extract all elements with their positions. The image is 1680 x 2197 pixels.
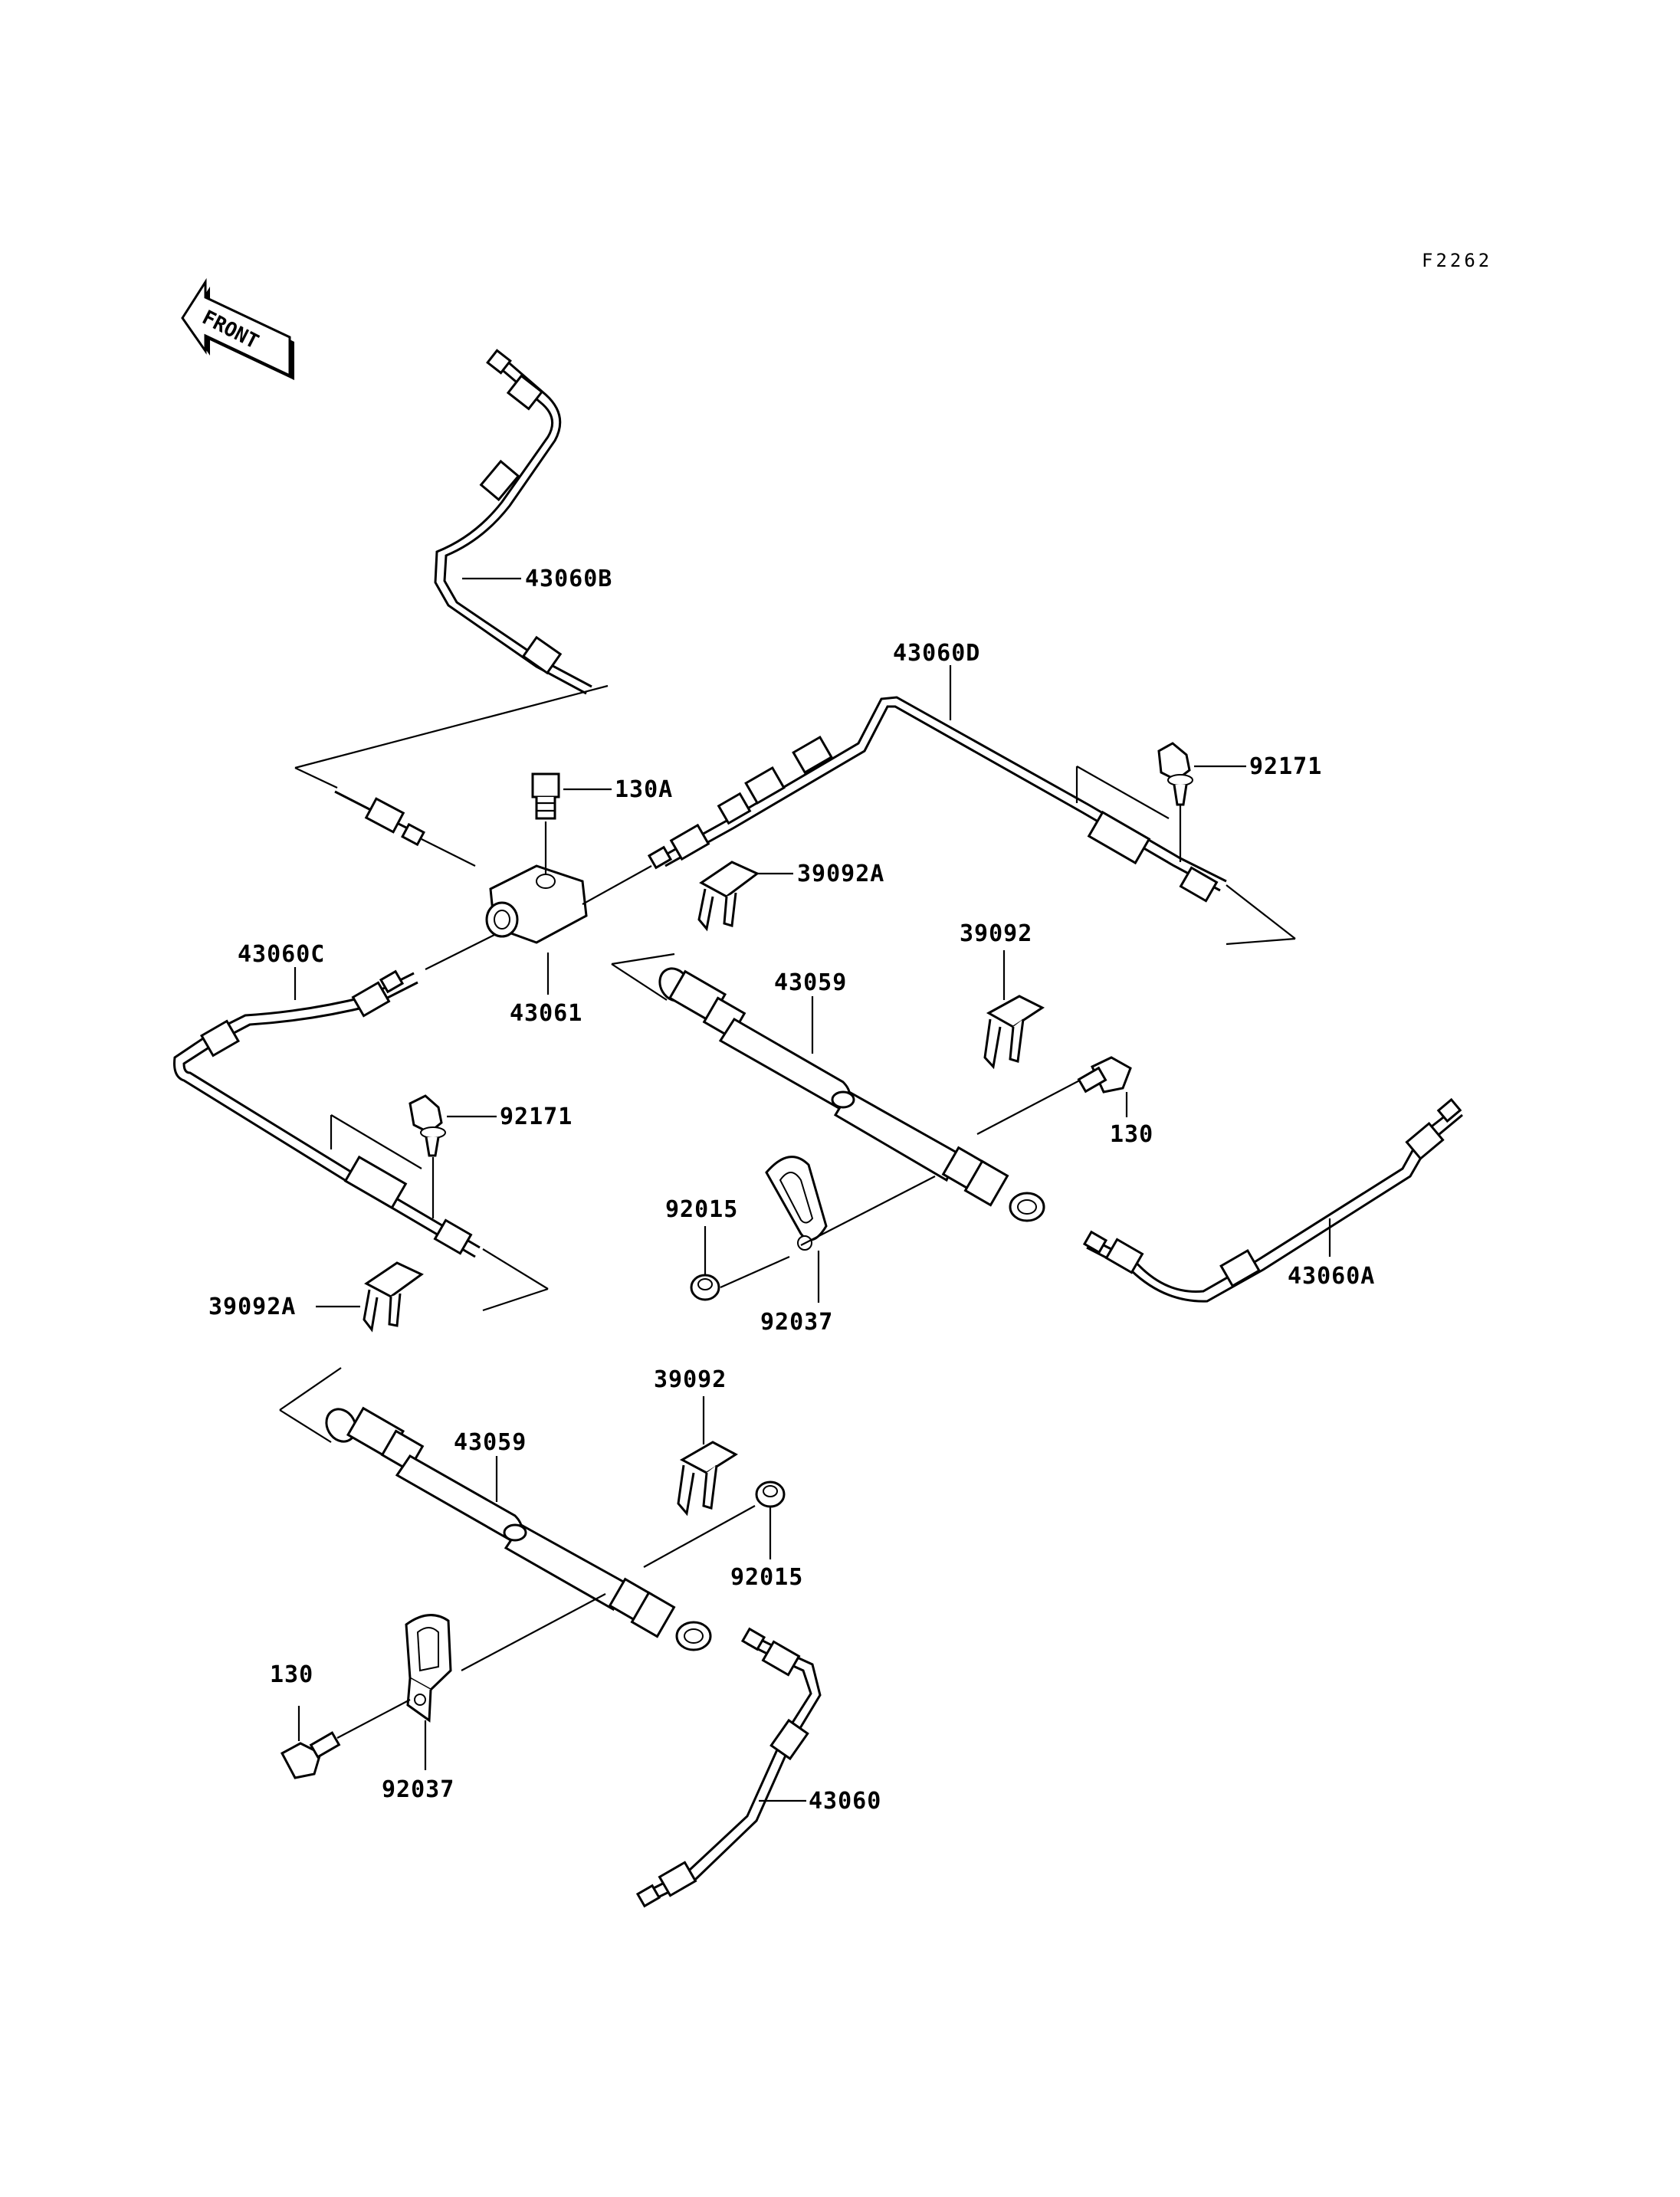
label-43059-top: 43059: [774, 969, 847, 996]
bolt-130-right[interactable]: [1077, 1056, 1132, 1094]
clip-39092-top[interactable]: [983, 995, 1045, 1070]
pipe-end-upper-left: [334, 790, 425, 847]
bolt-130A[interactable]: [531, 772, 560, 820]
label-39092-top: 39092: [960, 920, 1032, 947]
clip-92171-left[interactable]: [409, 1094, 446, 1157]
label-92015-bottom: 92015: [730, 1564, 803, 1591]
clamp-92037-bottom[interactable]: [405, 1614, 452, 1723]
brake-pipe-43060[interactable]: [635, 1627, 822, 1908]
brake-hose-43059-bottom[interactable]: [320, 1404, 712, 1651]
label-92171-top: 92171: [1249, 753, 1322, 780]
label-92037-top: 92037: [760, 1309, 833, 1336]
front-arrow-icon: FRONT: [181, 277, 294, 380]
clip-39092A-top[interactable]: [697, 861, 760, 932]
brake-hose-43059-top[interactable]: [654, 963, 1045, 1222]
brake-pipe-43060A[interactable]: [1082, 1097, 1463, 1303]
figure-id: F2262: [1422, 250, 1492, 271]
label-92015-top: 92015: [665, 1196, 738, 1223]
label-43059-bottom: 43059: [454, 1429, 527, 1456]
clip-39092A-left[interactable]: [363, 1261, 424, 1333]
label-130-left: 130: [270, 1661, 313, 1688]
label-130A: 130A: [615, 776, 673, 803]
label-39092A-top: 39092A: [797, 861, 884, 887]
label-39092A-left: 39092A: [208, 1294, 296, 1320]
nut-92015-bottom[interactable]: [755, 1481, 786, 1508]
label-43060A: 43060A: [1288, 1263, 1375, 1290]
clip-39092-bottom[interactable]: [677, 1441, 738, 1517]
label-43060B: 43060B: [525, 566, 612, 592]
label-43060C: 43060C: [238, 941, 325, 968]
clamp-92037-top[interactable]: [765, 1156, 828, 1251]
label-43060: 43060: [809, 1788, 881, 1815]
label-92171-left: 92171: [500, 1103, 573, 1130]
label-43060D: 43060D: [893, 640, 980, 667]
brake-joint-43061[interactable]: [485, 864, 588, 944]
brake-pipe-43060B[interactable]: [434, 349, 592, 695]
clip-92171-top[interactable]: [1157, 742, 1193, 806]
bolt-130-left[interactable]: [280, 1731, 341, 1779]
label-43061: 43061: [510, 1000, 582, 1027]
nut-92015-top[interactable]: [690, 1274, 720, 1301]
brake-pipe-43060D[interactable]: [647, 696, 1227, 903]
label-92037-bottom: 92037: [382, 1776, 454, 1803]
label-39092-bottom: 39092: [654, 1366, 727, 1393]
brake-pipe-43060C[interactable]: [173, 969, 481, 1258]
label-130-right: 130: [1110, 1121, 1153, 1148]
